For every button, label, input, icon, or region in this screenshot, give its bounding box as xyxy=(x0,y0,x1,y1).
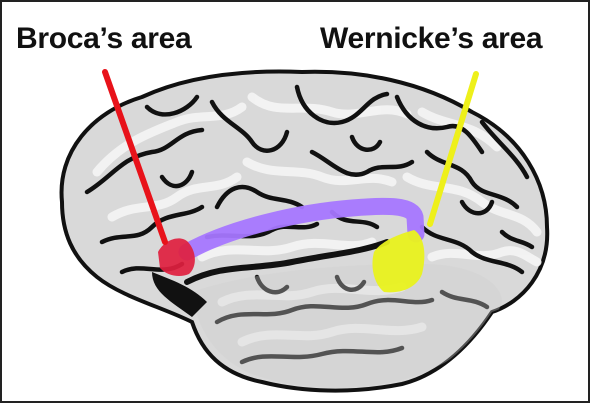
brain-illustration xyxy=(62,72,548,391)
broca-label: Broca’s area xyxy=(16,22,191,56)
wernicke-label: Wernicke’s area xyxy=(320,22,542,56)
